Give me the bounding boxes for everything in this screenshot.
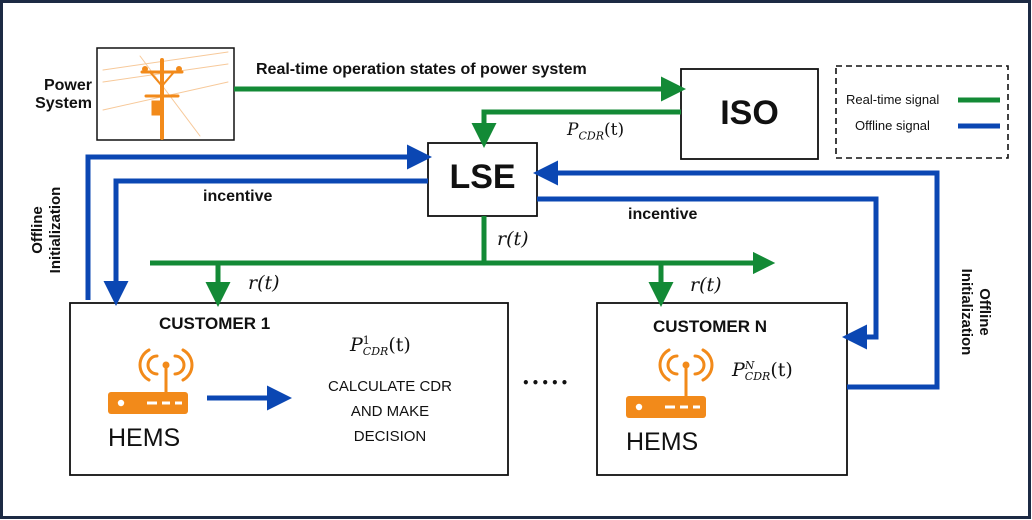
arrow-offline-init-right — [533, 160, 940, 390]
legend-offline-label: Offline signal — [855, 118, 930, 133]
offline-init-right-line2: Initialization — [958, 268, 975, 356]
r-center-label: r(t) — [497, 228, 529, 250]
realtime-arrows — [150, 76, 776, 307]
customer-1-pcdr-arg: (t) — [388, 334, 411, 356]
wifi-router-icon — [626, 348, 714, 418]
customer-n-hems-label: HEMS — [626, 428, 699, 456]
customer-n-pcdr-sub: CDR — [744, 370, 771, 383]
arrow-offline-init-left — [85, 144, 432, 300]
pcdr-base: P — [567, 120, 579, 140]
arrow-incentive-left — [103, 178, 428, 306]
incentive-left-label: incentive — [203, 188, 273, 205]
customer-n-title: CUSTOMER N — [653, 317, 767, 336]
wifi-router-icon — [108, 348, 194, 414]
legend-realtime-label: Real-time signal — [846, 92, 940, 107]
customer-1-pcdr-sup: 1 — [362, 334, 370, 347]
pcdr-subscript: CDR — [578, 129, 604, 143]
customer-1-title: CUSTOMER 1 — [159, 314, 271, 333]
iso-box — [680, 68, 819, 160]
legend-box — [835, 65, 1009, 159]
iso-label: ISO — [720, 94, 779, 132]
power-system-image — [96, 47, 235, 141]
offline-init-right-label: Offline Initialization — [957, 257, 993, 367]
power-system-label-line1: Power — [43, 77, 92, 94]
r-right-label: r(t) — [690, 274, 722, 296]
offline-init-left-label: Offline Initialization — [29, 175, 65, 285]
customer-1-calc-line2: AND MAKE — [350, 403, 430, 420]
customer-1-calc-line3: DECISION — [353, 428, 427, 445]
lse-label: LSE — [449, 158, 516, 196]
incentive-right-label: incentive — [628, 206, 698, 223]
offline-init-left-line2: Initialization — [47, 186, 64, 274]
power-system-label-line2: System — [35, 95, 92, 112]
arrow-incentive-right — [537, 196, 879, 350]
customer-1-pcdr-sub: CDR — [362, 345, 389, 358]
offline-arrows — [85, 144, 940, 411]
offline-init-right-line1: Offline — [976, 288, 993, 336]
realtime-ops-label: Real-time operation states of power syst… — [256, 61, 587, 78]
utility-pole-icon — [102, 51, 229, 140]
pcdr-arg: (t) — [603, 120, 625, 140]
customer-1-pcdr-base: P — [350, 334, 363, 356]
customer-n-pcdr-base: P — [732, 359, 745, 381]
power-system-label: Power System — [22, 77, 92, 113]
r-left-label: r(t) — [248, 272, 280, 294]
ellipsis: ••••• — [522, 376, 571, 390]
customer-n-pcdr-arg: (t) — [770, 359, 793, 381]
customer-1-hems-label: HEMS — [108, 424, 181, 452]
pcdr-label: PCDR(t) — [567, 120, 624, 142]
customer-n-pcdr-sup: N — [744, 359, 755, 372]
customer-1-calc-line1: CALCULATE CDR — [328, 378, 452, 395]
arrow-iso-to-lse — [471, 109, 681, 148]
offline-init-left-line1: Offline — [29, 206, 46, 254]
customer-n-box — [596, 302, 848, 476]
customer-1-calc-text: CALCULATE CDR AND MAKE DECISION — [300, 374, 480, 449]
